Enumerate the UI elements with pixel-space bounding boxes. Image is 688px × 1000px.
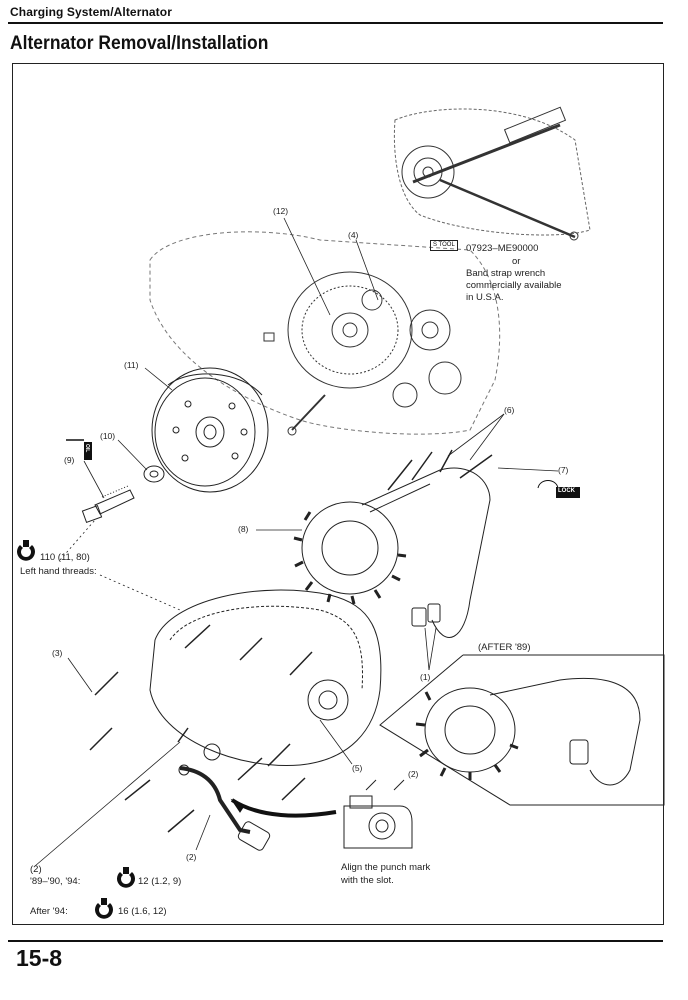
washer-and-flywheel-bolt bbox=[81, 465, 165, 524]
align-note-line1: Align the punch mark bbox=[341, 862, 431, 873]
tool-line1: Band strap wrench bbox=[466, 268, 546, 279]
after89-inset bbox=[379, 654, 665, 806]
gearshift-pedal-illustration bbox=[178, 764, 271, 851]
flywheel-illustration bbox=[151, 367, 269, 493]
crankcase-cover-illustration bbox=[149, 589, 382, 767]
callout-11: (11) bbox=[124, 360, 139, 370]
callout-7: (7) bbox=[558, 465, 569, 475]
torque-wrench-icon-3 bbox=[95, 898, 113, 919]
stator-bolts bbox=[387, 449, 493, 491]
oil-badge-text: OIL bbox=[84, 444, 90, 453]
after94-label: After '94: bbox=[30, 906, 68, 917]
callout-2-punch: (2) bbox=[408, 769, 419, 779]
crankcase-illustration bbox=[149, 231, 501, 436]
page-heading: Alternator Removal/Installation bbox=[10, 33, 269, 54]
header-rule bbox=[8, 22, 663, 24]
callout-4: (4) bbox=[348, 230, 359, 240]
callout-6: (6) bbox=[504, 405, 515, 415]
tool-part-number: 07923–ME90000 bbox=[466, 243, 539, 254]
after94-torque-value: 16 (1.6, 12) bbox=[118, 906, 167, 917]
torque-wrench-icon bbox=[16, 540, 35, 561]
after89-label: (AFTER '89) bbox=[478, 642, 531, 653]
tool-line2: commercially available bbox=[466, 280, 562, 291]
stator-illustration bbox=[293, 467, 491, 638]
lock-icon bbox=[537, 480, 580, 498]
torque-wrench-icon-2 bbox=[117, 867, 135, 888]
cover-bolts bbox=[89, 624, 313, 833]
diagram-frame bbox=[12, 63, 664, 925]
strap-wrench-illustration bbox=[393, 106, 591, 241]
callout-5: (5) bbox=[352, 763, 363, 773]
punch-mark-detail bbox=[343, 779, 413, 849]
page-number: 15-8 bbox=[16, 945, 63, 971]
callout-leaders bbox=[34, 217, 559, 867]
bolt-torque-value: 12 (1.2, 9) bbox=[138, 876, 182, 887]
flywheel-torque-value: 110 (11, 80) bbox=[40, 552, 90, 563]
callout-2-pedal: (2) bbox=[186, 852, 197, 862]
tool-line3: in U.S.A. bbox=[466, 292, 504, 303]
callout-3: (3) bbox=[52, 648, 63, 658]
lock-badge-text: LOCK bbox=[558, 488, 575, 494]
footer-rule bbox=[8, 940, 663, 942]
special-tool-badge: S TOOL bbox=[430, 240, 458, 251]
tool-or: or bbox=[512, 256, 521, 267]
oil-icon bbox=[66, 439, 92, 460]
callout-8: (8) bbox=[238, 524, 249, 534]
callout-2-torque: (2) bbox=[30, 864, 42, 875]
align-note-line2: with the slot. bbox=[341, 875, 394, 886]
flywheel-torque-note: Left hand threads: bbox=[20, 566, 97, 577]
section-title: Charging System/Alternator bbox=[10, 5, 172, 19]
callout-9: (9) bbox=[64, 455, 75, 465]
callout-10: (10) bbox=[100, 431, 116, 441]
bolt-torque-years: '89–'90, '94: bbox=[30, 876, 81, 887]
callout-12: (12) bbox=[273, 206, 289, 216]
callout-1: (1) bbox=[420, 672, 431, 682]
